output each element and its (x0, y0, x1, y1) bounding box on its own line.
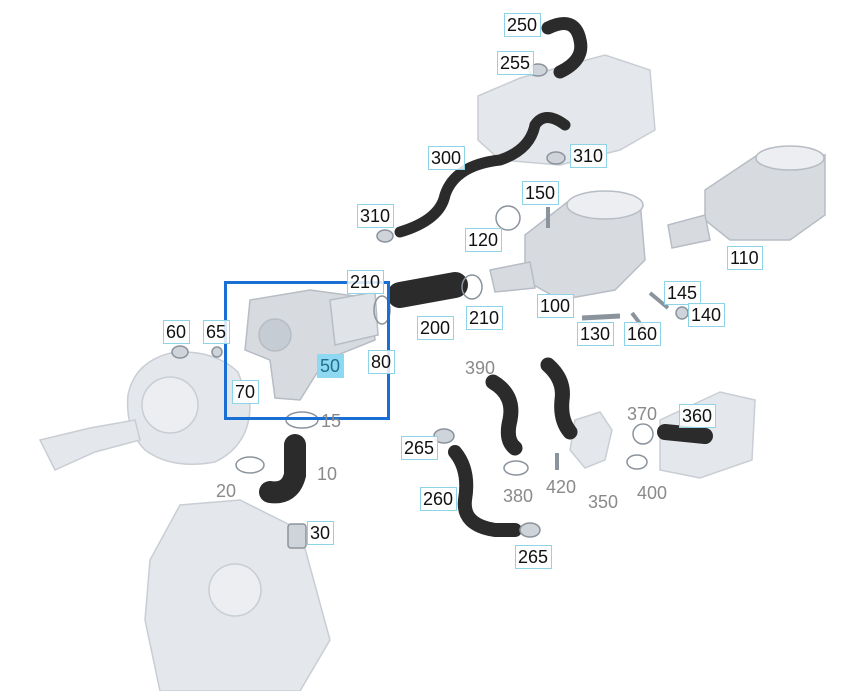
callout-130[interactable]: 130 (577, 322, 615, 346)
hose-10 (259, 434, 306, 504)
housing-50-outlet (329, 291, 379, 346)
hose-390 (485, 374, 523, 456)
callout-250[interactable]: 250 (504, 13, 542, 37)
water-pump-pulley (141, 376, 199, 434)
callout-400[interactable]: 400 (637, 483, 668, 503)
housing-110-pipe (667, 214, 711, 249)
hose-250 (541, 17, 588, 79)
callout-80[interactable]: 80 (368, 350, 396, 374)
water-pump-inlet-pipe (38, 419, 141, 471)
callout-265-top[interactable]: 265 (401, 436, 439, 460)
callout-350[interactable]: 350 (588, 492, 619, 512)
callout-70[interactable]: 70 (232, 380, 260, 404)
callout-145[interactable]: 145 (664, 281, 702, 305)
callout-300[interactable]: 300 (428, 146, 466, 170)
callout-160[interactable]: 160 (624, 322, 662, 346)
callout-210-left[interactable]: 210 (347, 270, 385, 294)
callout-380[interactable]: 380 (503, 486, 534, 506)
hose-200 (387, 272, 468, 308)
callout-260[interactable]: 260 (420, 487, 458, 511)
callout-150[interactable]: 150 (522, 181, 560, 205)
callout-20[interactable]: 20 (216, 481, 237, 501)
ghost-parts (38, 54, 756, 691)
hose-260 (448, 445, 522, 537)
callout-310-top[interactable]: 310 (570, 144, 608, 168)
hose-300 (394, 112, 571, 238)
clamps (171, 63, 689, 549)
hose-360 (657, 424, 713, 444)
callout-370[interactable]: 370 (627, 404, 658, 424)
callout-10[interactable]: 10 (317, 464, 338, 484)
callout-140[interactable]: 140 (688, 303, 726, 327)
callout-100[interactable]: 100 (537, 294, 575, 318)
callout-390[interactable]: 390 (465, 358, 496, 378)
thermostat-housings (244, 145, 826, 401)
callout-210-right[interactable]: 210 (466, 306, 504, 330)
callout-360[interactable]: 360 (679, 404, 717, 428)
callout-65[interactable]: 65 (203, 320, 231, 344)
callout-200[interactable]: 200 (417, 316, 455, 340)
callout-265-bottom[interactable]: 265 (515, 545, 553, 569)
callout-110[interactable]: 110 (727, 246, 763, 270)
callout-255[interactable]: 255 (497, 51, 535, 75)
callout-50-selected[interactable]: 50 (317, 354, 345, 378)
callout-420[interactable]: 420 (546, 477, 577, 497)
callout-60[interactable]: 60 (163, 320, 191, 344)
callout-15[interactable]: 15 (321, 411, 342, 431)
callout-120[interactable]: 120 (465, 228, 503, 252)
housing-100-pipe (489, 261, 536, 293)
callout-30[interactable]: 30 (307, 521, 335, 545)
hose-390b (540, 357, 578, 440)
timing-cover-seal (208, 563, 262, 617)
valve-body (569, 411, 613, 469)
hoses (259, 17, 713, 537)
callout-310-left[interactable]: 310 (357, 204, 395, 228)
